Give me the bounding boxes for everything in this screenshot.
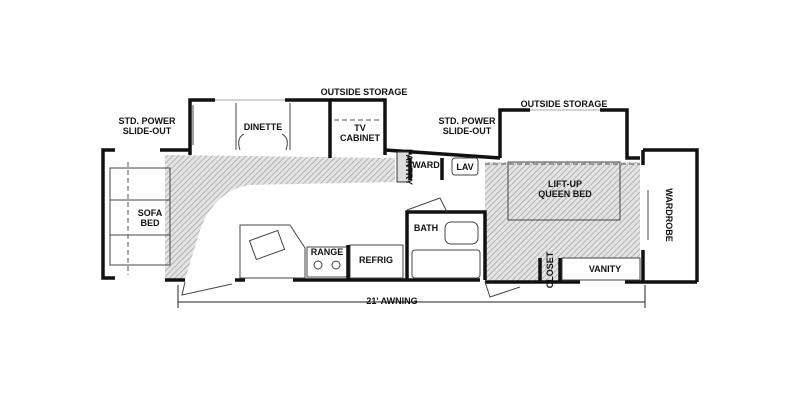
label-ward: WARD — [412, 160, 440, 170]
label-queen-bed: LIFT-UP — [548, 179, 582, 189]
entry-door — [181, 281, 233, 296]
label-vanity: VANITY — [589, 264, 621, 274]
toilet — [444, 221, 479, 245]
label-refrig: REFRIG — [359, 255, 393, 265]
closet — [538, 258, 562, 282]
label-awning: 21' AWNING — [366, 296, 417, 306]
label-tv-cabinet-2: CABINET — [340, 133, 381, 143]
label-left-slideout: STD. POWER — [118, 116, 176, 126]
queen-bed — [507, 161, 621, 221]
label-right-slideout: STD. POWER — [438, 116, 496, 126]
wall-left — [101, 148, 115, 280]
label-outside-storage-left: OUTSIDE STORAGE — [321, 87, 408, 97]
label-lav: LAV — [456, 162, 473, 172]
rear-door — [484, 281, 521, 298]
vanity — [561, 257, 641, 281]
label-closet: CLOSET — [545, 251, 555, 288]
floor-hatch-rear — [485, 162, 640, 282]
label-left-slideout-2: SLIDE-OUT — [123, 126, 172, 136]
kitchen-counter — [239, 224, 306, 279]
ward — [408, 158, 444, 180]
label-sofa-bed: SOFA — [138, 208, 163, 218]
burner — [331, 260, 341, 270]
right-slideout — [498, 108, 640, 160]
burner — [313, 260, 323, 270]
sofa-bed — [109, 167, 171, 266]
label-pantry: PANTRY — [404, 149, 414, 185]
label-bath: BATH — [414, 223, 438, 233]
label-dinette: DINETTE — [244, 122, 283, 132]
wardrobe — [641, 148, 699, 282]
lav-sink — [451, 157, 479, 176]
kitchen-sink — [248, 229, 286, 261]
dinette-seats — [235, 103, 291, 151]
label-wardrobe: WARDROBE — [664, 188, 674, 242]
wall-top-mid — [384, 148, 501, 160]
tv-cabinet — [330, 98, 387, 155]
label-tv-cabinet: TV — [354, 123, 366, 133]
label-sofa-bed-2: BED — [140, 218, 160, 228]
bath-door — [406, 197, 448, 213]
label-right-slideout-2: SLIDE-OUT — [443, 126, 492, 136]
label-queen-bed-2: QUEEN BED — [538, 189, 592, 199]
label-range: RANGE — [311, 247, 344, 257]
bath-tub — [411, 249, 481, 279]
refrigerator — [349, 244, 404, 279]
bath-walls — [405, 210, 487, 280]
floor-hatch-front — [165, 155, 395, 280]
label-outside-storage-right: OUTSIDE STORAGE — [521, 99, 608, 109]
